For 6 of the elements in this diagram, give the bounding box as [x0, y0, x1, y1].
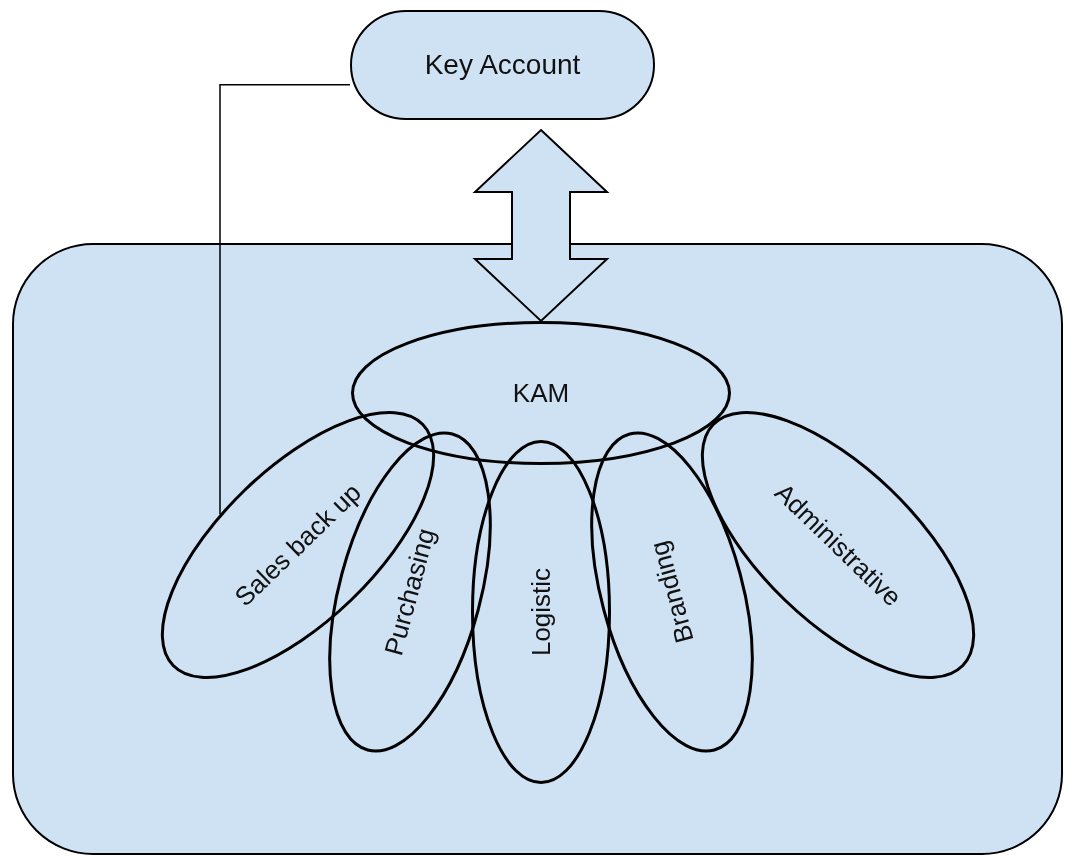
connector-line: [219, 84, 351, 516]
node-label: Logistic: [525, 567, 557, 657]
node-label: KAM: [512, 377, 570, 409]
node-label: Key Account: [424, 49, 581, 81]
double-block-arrow: [472, 128, 610, 323]
node-label: Branding: [643, 537, 701, 647]
